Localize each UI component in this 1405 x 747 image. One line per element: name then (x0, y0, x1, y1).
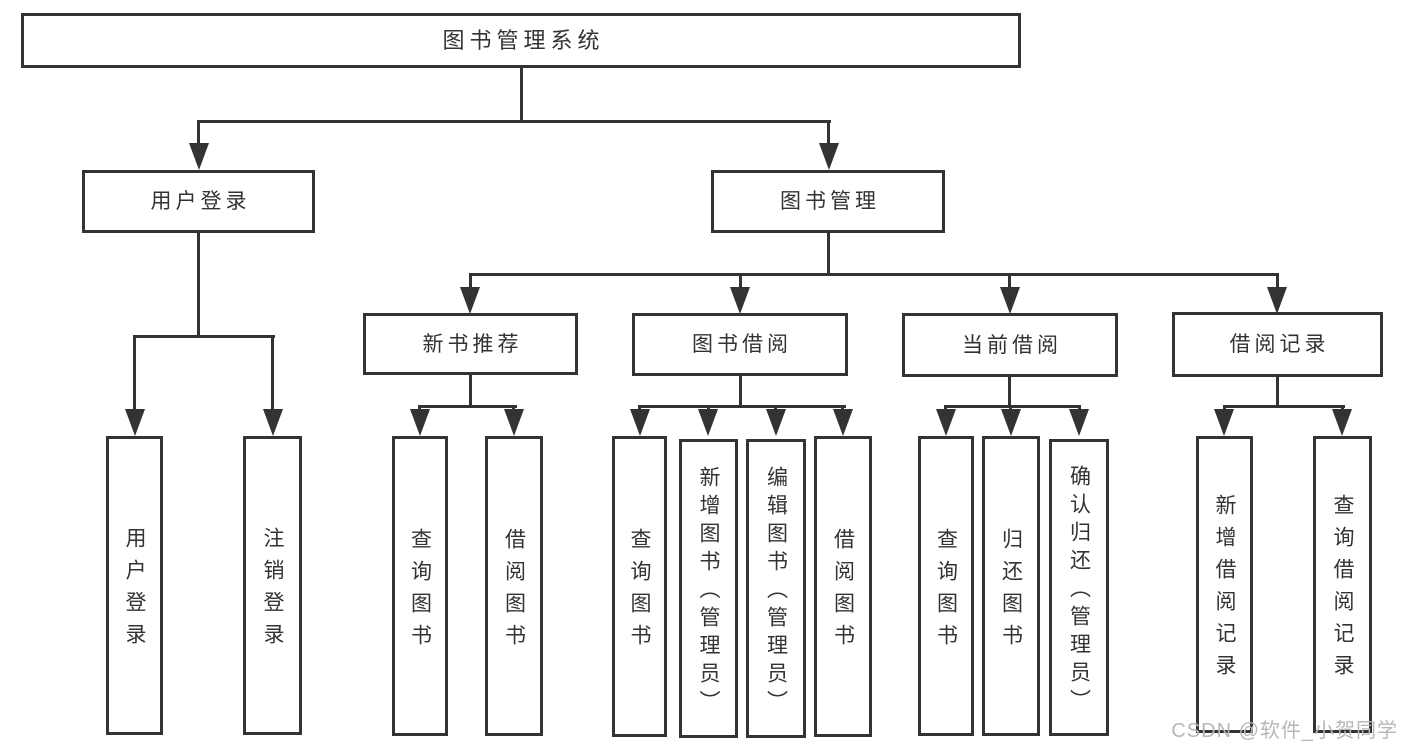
node-label: 查询图书 (628, 528, 651, 656)
arrow-down-icon (936, 409, 956, 436)
leaf-add-borrow-record: 新增借阅记录 (1196, 436, 1253, 733)
connector-line (469, 273, 472, 293)
leaf-return-book: 归还图书 (982, 436, 1040, 736)
connector-line (133, 335, 136, 412)
node-label: 用户登录 (123, 527, 146, 655)
node-label: 借阅记录 (1229, 333, 1330, 356)
connector-line (197, 120, 200, 147)
leaf-borrow-book-borrowing: 借阅图书 (814, 436, 872, 737)
connector-line (271, 335, 274, 412)
leaf-add-book-admin: 新增图书（管理员） (679, 439, 738, 738)
connector-line (739, 273, 742, 293)
arrow-down-icon (189, 143, 209, 170)
node-label: 新增借阅记录 (1213, 494, 1236, 686)
node-label: 归还图书 (999, 527, 1023, 656)
connector-line (1276, 375, 1279, 408)
node-library-management-system: 图书管理系统 (21, 13, 1021, 68)
connector-line (1276, 273, 1279, 293)
arrow-down-icon (263, 409, 283, 436)
leaf-query-borrow-record: 查询借阅记录 (1313, 436, 1372, 733)
connector-line (197, 120, 831, 123)
arrow-down-icon (125, 409, 145, 436)
arrow-down-icon (730, 287, 750, 314)
leaf-query-book-borrowing: 查询图书 (612, 436, 667, 737)
connector-line (827, 233, 830, 275)
connector-line (739, 375, 742, 408)
connector-line (1008, 375, 1011, 408)
node-label: 新书推荐 (422, 332, 523, 356)
leaf-user-login: 用户登录 (106, 436, 163, 735)
node-label: 新增图书（管理员） (697, 466, 720, 718)
arrow-down-icon (766, 409, 786, 436)
arrow-down-icon (698, 409, 718, 436)
leaf-borrow-book-newrec: 借阅图书 (485, 436, 543, 736)
node-label: 图书借阅 (692, 333, 792, 356)
node-label: 查询图书 (408, 527, 432, 656)
arrow-down-icon (1001, 409, 1021, 436)
connector-line (133, 335, 275, 338)
connector-line (944, 405, 1081, 408)
connector-line (827, 120, 830, 147)
arrow-down-icon (630, 409, 650, 436)
arrow-down-icon (460, 287, 480, 314)
node-label: 查询借阅记录 (1331, 494, 1354, 686)
connector-line (469, 375, 472, 408)
node-label: 确认归还（管理员） (1067, 465, 1091, 717)
connector-line (1008, 273, 1011, 293)
node-current-borrowing: 当前借阅 (902, 313, 1118, 377)
node-label: 编辑图书（管理员） (764, 466, 788, 718)
node-label: 图书管理系统 (442, 27, 605, 53)
connector-line (520, 68, 523, 123)
node-book-borrowing: 图书借阅 (632, 313, 848, 376)
arrow-down-icon (833, 409, 853, 436)
connector-line (418, 405, 517, 408)
node-label: 借阅图书 (502, 527, 526, 656)
arrow-down-icon (1000, 287, 1020, 314)
connector-line (1223, 405, 1345, 408)
node-label: 查询图书 (934, 527, 958, 656)
node-label: 注销登录 (261, 527, 284, 655)
csdn-watermark: CSDN @软件_小贺同学 (1171, 720, 1398, 742)
node-user-login: 用户登录 (82, 170, 315, 233)
leaf-query-book-newrec: 查询图书 (392, 436, 448, 736)
leaf-query-book-current: 查询图书 (918, 436, 974, 736)
node-new-book-recommend: 新书推荐 (363, 313, 578, 375)
arrow-down-icon (1069, 409, 1089, 436)
node-label: 图书管理 (780, 190, 880, 213)
connector-line (469, 273, 1279, 276)
leaf-edit-book-admin: 编辑图书（管理员） (746, 439, 806, 738)
arrow-down-icon (1214, 409, 1234, 436)
arrow-down-icon (504, 409, 524, 436)
connector-line (197, 233, 200, 335)
connector-line (638, 405, 846, 408)
node-borrow-records: 借阅记录 (1172, 312, 1383, 377)
arrow-down-icon (1332, 409, 1352, 436)
leaf-confirm-return-admin: 确认归还（管理员） (1049, 439, 1109, 736)
node-label: 借阅图书 (831, 528, 855, 656)
node-label: 当前借阅 (962, 333, 1062, 357)
arrow-down-icon (1267, 287, 1287, 314)
leaf-logout: 注销登录 (243, 436, 302, 735)
node-label: 用户登录 (150, 190, 251, 213)
arrow-down-icon (410, 409, 430, 436)
arrow-down-icon (819, 143, 839, 170)
node-book-management: 图书管理 (711, 170, 945, 233)
